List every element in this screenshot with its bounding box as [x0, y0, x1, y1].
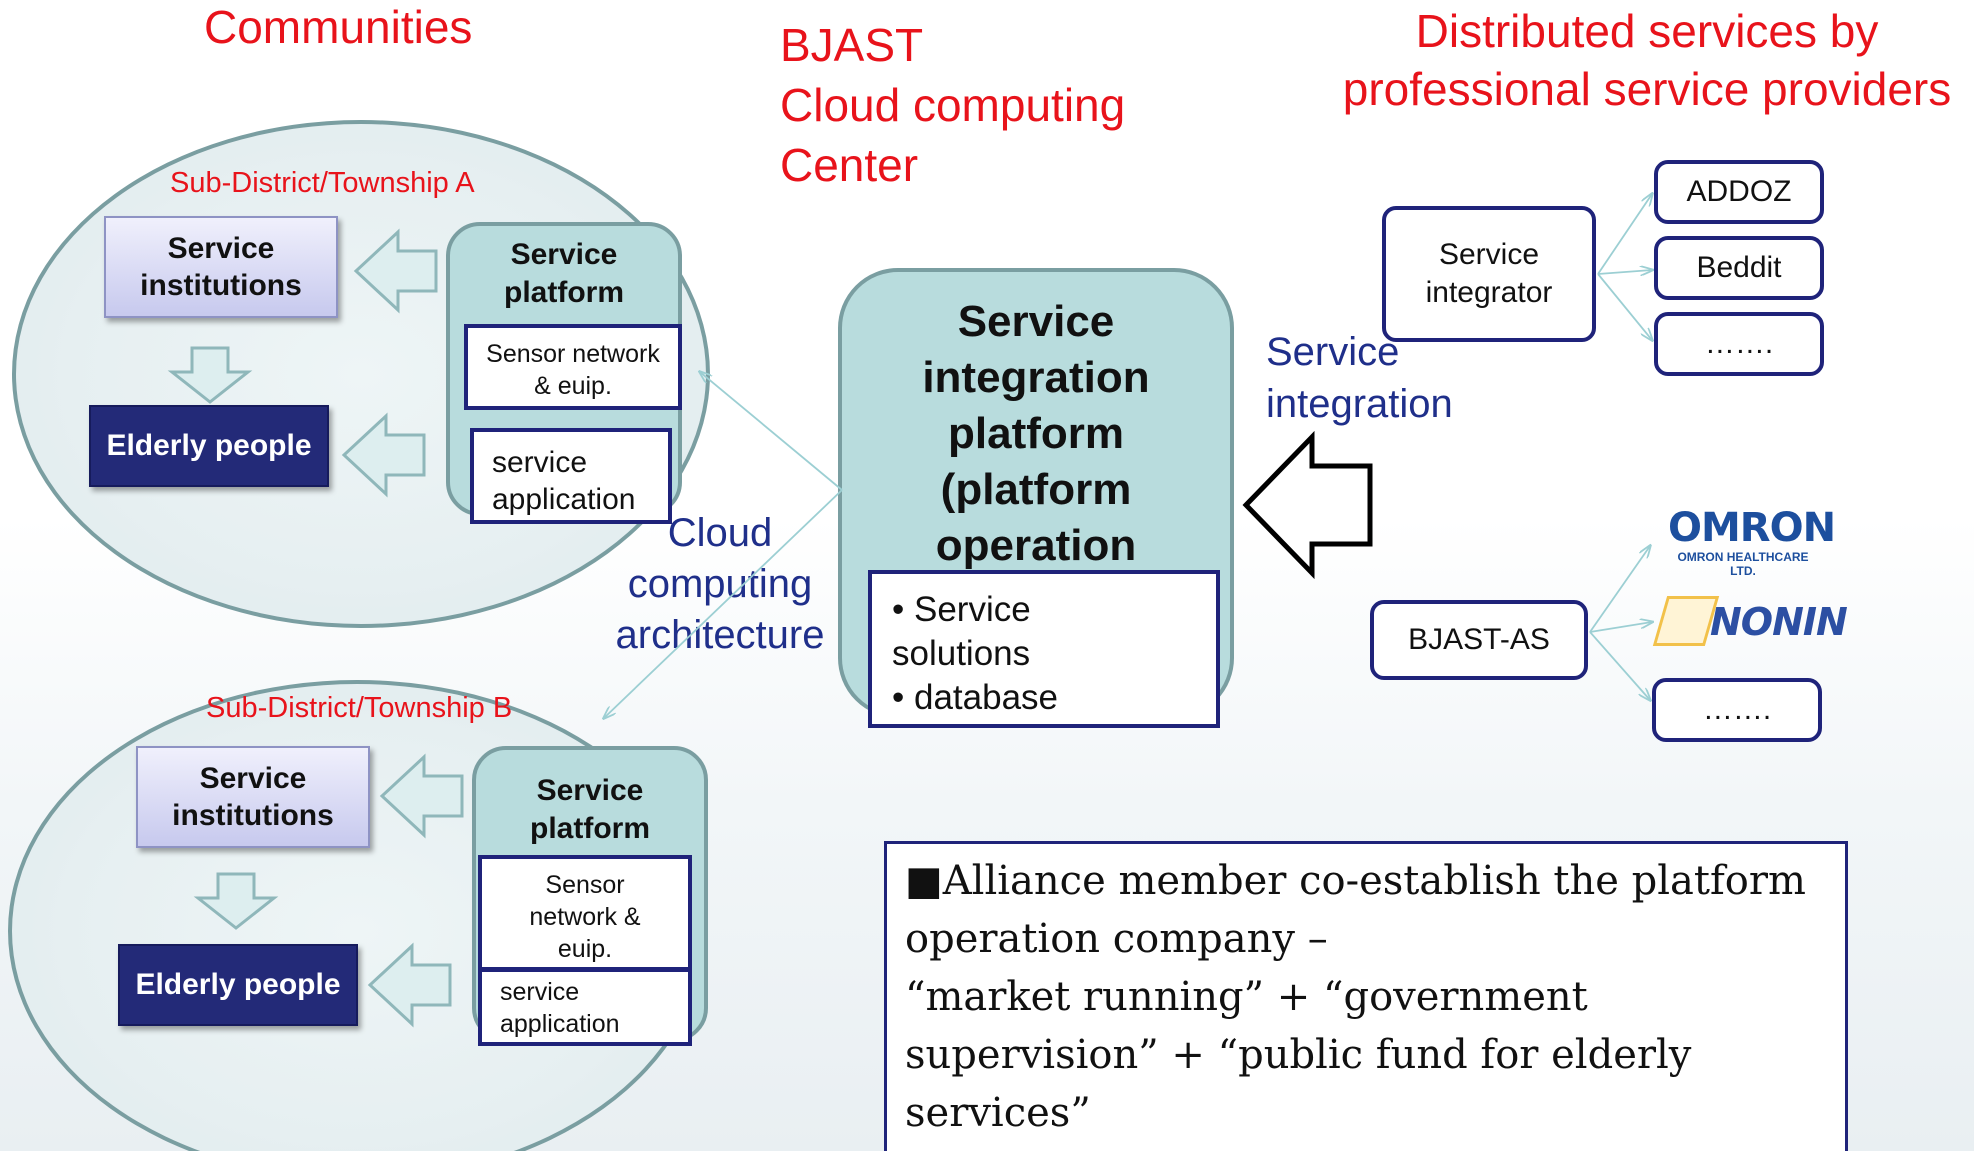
township-a-service-institutions: Service institutions [104, 216, 338, 318]
integration-label-line: integration [1266, 382, 1453, 426]
platform-title-line: integration [922, 353, 1150, 402]
bjast-header: BJAST Cloud computing Center [780, 15, 1125, 195]
provider-beddit: Beddit [1654, 236, 1824, 300]
township-b-left-arrow-icon [379, 753, 464, 839]
note-line: supervision” + “public fund for elderly [905, 1032, 1692, 1078]
omron-logo-text: OMRON [1668, 505, 1836, 551]
alliance-note: ■Alliance member co-establish the platfo… [884, 841, 1848, 1151]
township-b-label: Sub-District/Township B [206, 692, 513, 724]
platform-title-line: Service [957, 297, 1115, 346]
cloud-label-line: architecture [615, 613, 825, 657]
township-b-elderly-people: Elderly people [118, 944, 358, 1026]
connector-bjast-nonin [1589, 622, 1652, 633]
township-b-left-arrow-2-icon [367, 942, 452, 1028]
bjast-header-line: BJAST [780, 19, 924, 71]
connector-bjast-omron [1589, 546, 1650, 633]
connector-to-township-a [700, 372, 843, 491]
integration-label-line: Service [1266, 330, 1400, 374]
provider-addoz: ADDOZ [1654, 160, 1824, 224]
platform-title-line: platform [948, 409, 1124, 458]
service-integrator-box: Service integrator [1382, 206, 1596, 342]
nonin-logo-text: NONIN [1710, 600, 1848, 644]
service-integration-arrow-icon [1242, 430, 1373, 580]
township-a-sensor-network: Sensor network & euip. [464, 324, 682, 410]
note-line: “market running” + “government [905, 974, 1588, 1020]
note-line: operation company – [905, 916, 1328, 962]
platform-title-line: operation [935, 521, 1137, 570]
bjast-header-line: Center [780, 139, 919, 191]
omron-logo: OMRON OMRON HEALTHCARE LTD. [1668, 505, 1836, 578]
connector-to-township-b [604, 489, 843, 718]
note-line: services” [905, 1090, 1091, 1136]
note-line: ■Alliance member co-establish the platfo… [905, 858, 1806, 904]
cloud-label-line: computing [627, 562, 813, 606]
connector-integrator-more [1597, 273, 1652, 340]
distributed-services-header: Distributed services by professional ser… [1320, 2, 1974, 118]
bullet-service-cont: solutions [892, 634, 1031, 673]
platform-title-line: (platform [940, 465, 1132, 514]
nonin-logo: NONIN [1652, 588, 1848, 654]
township-a-down-arrow-icon [167, 346, 253, 404]
bjast-as-box: BJAST-AS [1370, 600, 1588, 680]
platform-bullets: • Service solutions • database [868, 570, 1220, 728]
township-a-label: Sub-District/Township A [170, 167, 475, 199]
cloud-computing-label: Cloud computing architecture [598, 508, 842, 661]
distributed-header-line: Distributed services by [1415, 5, 1879, 57]
connector-bjast-more [1589, 631, 1650, 700]
township-b-service-application: service application [478, 968, 692, 1046]
township-a-elderly-people: Elderly people [89, 405, 329, 487]
provider-more-bjast: ……. [1652, 678, 1822, 742]
cloud-label-line: Cloud [667, 511, 773, 555]
township-a-left-arrow-icon [353, 228, 438, 314]
omron-logo-subtext: OMRON HEALTHCARE LTD. [1677, 550, 1809, 578]
communities-header: Communities [204, 1, 473, 53]
platform-title: Service integration platform (platform o… [842, 294, 1230, 574]
township-b-platform-title: Service platform [530, 774, 650, 845]
bjast-header-line: Cloud computing [780, 79, 1126, 131]
provider-more-integrator: ……. [1654, 312, 1824, 376]
service-integration-label: Service integration [1266, 326, 1453, 430]
connector-integrator-addoz [1597, 194, 1652, 275]
distributed-header-line: professional service providers [1342, 63, 1952, 115]
township-a-platform-title: Service platform [504, 238, 624, 309]
township-b-service-institutions: Service institutions [136, 746, 370, 848]
township-a-left-arrow-2-icon [341, 412, 426, 498]
bullet-database: • database [892, 678, 1058, 717]
township-b-sensor-network: Sensor network & euip. [478, 855, 692, 971]
township-b-down-arrow-icon [193, 872, 279, 930]
connector-integrator-beddit [1597, 270, 1652, 274]
bullet-service: • Service [892, 590, 1031, 629]
township-a-service-application: service application [470, 428, 672, 524]
